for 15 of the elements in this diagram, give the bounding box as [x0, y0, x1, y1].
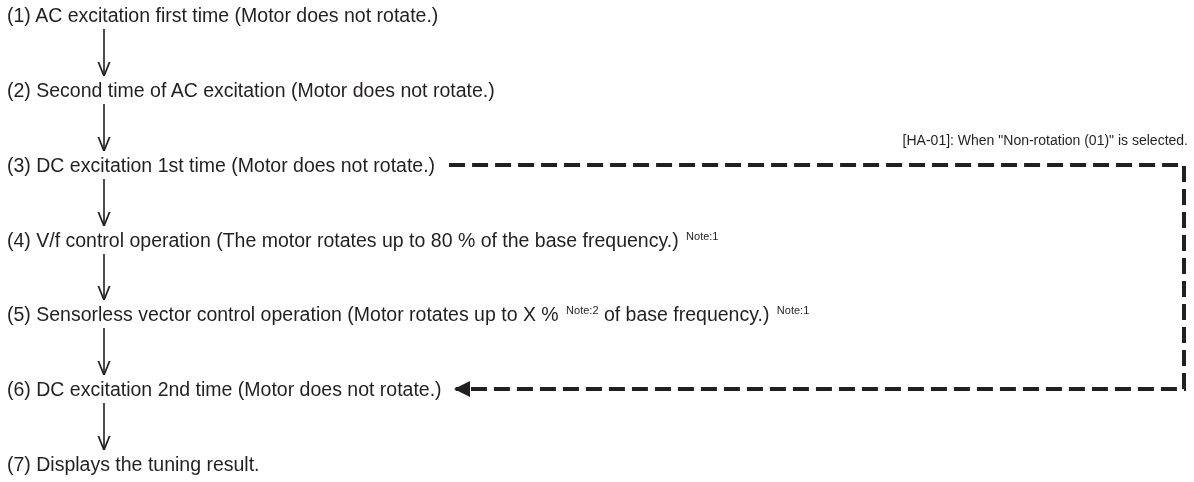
step-text: (6) DC excitation 2nd time (Motor does not rotate.) [7, 377, 442, 401]
step-text: (4) V/f control operation (The motor rotates up to 80 % of the base frequency.) $^{Note:1}$ [7, 228, 719, 252]
arrow [97, 103, 111, 152]
step-text: (2) Second time of AC excitation (Motor does not rotate.) [7, 78, 495, 102]
arrow [97, 28, 111, 77]
arrow [97, 402, 111, 451]
step-text: (3) DC excitation 1st time (Motor does not rotate.) [7, 153, 436, 177]
arrow [97, 253, 111, 301]
arrow [97, 178, 111, 227]
arrow [97, 327, 111, 376]
arrow [449, 163, 1186, 397]
edge-label: [HA-01]: When "Non-rotation (01)" is selected. [902, 131, 1188, 149]
step-text: (5) Sensorless vector control operation (Motor rotates up to X % $^{Note:2}$ of base frequency.) $^{Note:1}$ [7, 302, 810, 326]
step-text: (7) Displays the tuning result. [7, 452, 260, 476]
step-text: (1) AC excitation first time (Motor does not rotate.) [7, 3, 439, 27]
